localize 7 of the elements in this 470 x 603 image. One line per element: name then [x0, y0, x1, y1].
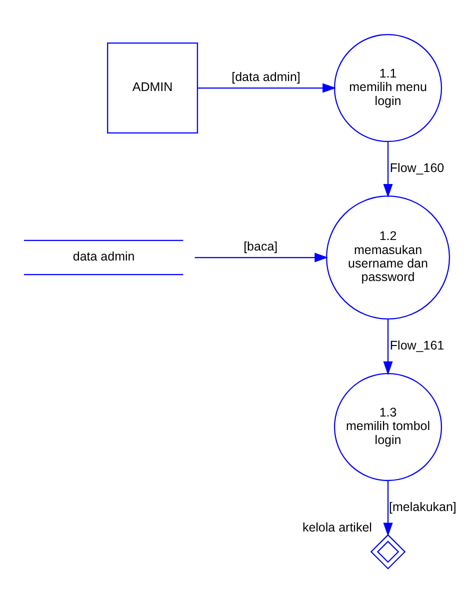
node-label: kelola artikel — [302, 520, 372, 534]
edge-label: Flow_160 — [390, 160, 444, 175]
edge-label: [data admin] — [232, 70, 300, 84]
edge-label: [melakukan] — [389, 500, 456, 514]
edge-label: [baca] — [244, 239, 278, 254]
edge-label: Flow_161 — [390, 338, 444, 352]
node-text: data admin — [72, 250, 135, 264]
